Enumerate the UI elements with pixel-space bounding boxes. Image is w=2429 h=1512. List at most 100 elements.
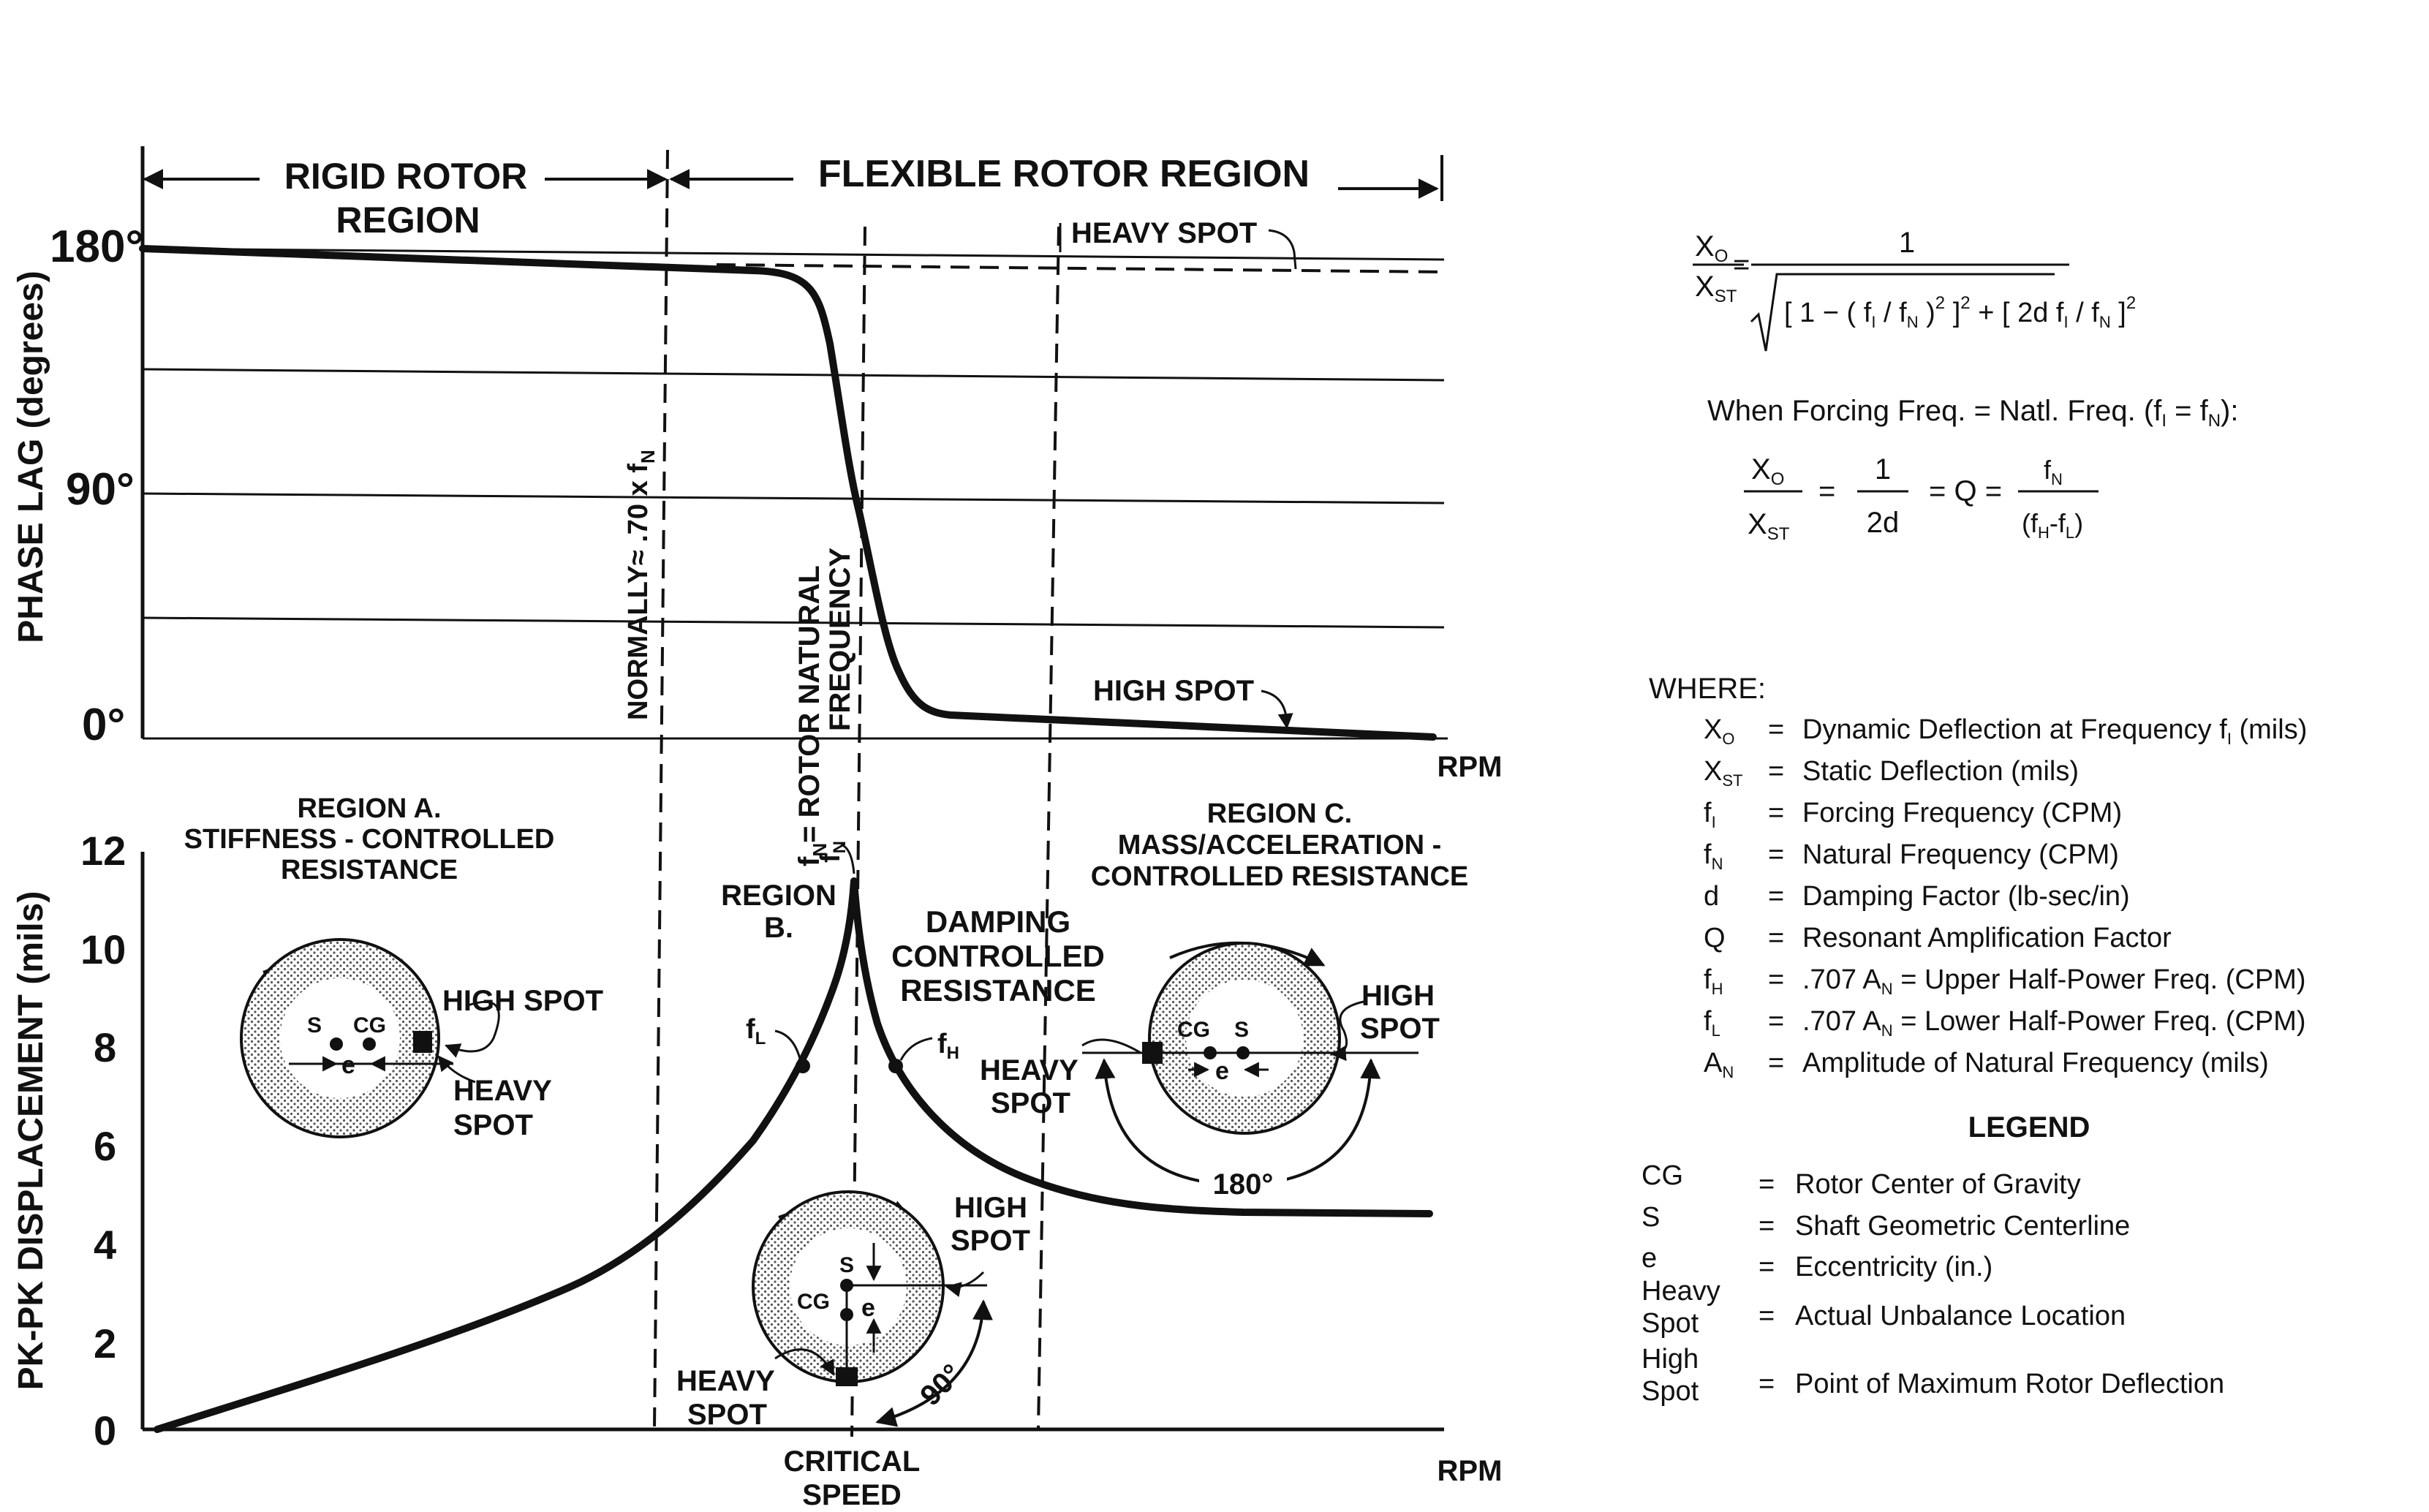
dashed-line-region-c: [1037, 226, 1060, 1430]
amplitude-panel: 12 10 8 6 4 2 0 PK-PK DISPLACEMENT (mils…: [12, 793, 1502, 1511]
q-one: 1: [1875, 453, 1891, 485]
phase-ylabel: PHASE LAG (degrees): [12, 271, 50, 643]
phase-xlabel: RPM: [1438, 751, 1503, 783]
damping-label: CONTROLLED: [891, 939, 1105, 973]
legend-description: Shaft Geometric Centerline: [1795, 1211, 2130, 1241]
critical-speed-label-2: SPEED: [802, 1479, 902, 1511]
phase-angle-arrow-icon: [875, 1299, 993, 1427]
legend-equals: =: [1759, 1301, 1775, 1331]
heavy-spot-reference-line: [716, 263, 1445, 273]
when-text: When Forcing Freq. = Natl. Freq. (fI = f…: [1707, 395, 2238, 431]
q-lhs-den: XST: [1748, 508, 1790, 544]
region-b-label: REGION: [721, 880, 836, 912]
legend-symbol: Heavy: [1642, 1276, 1720, 1307]
legend-description: Point of Maximum Rotor Deflection: [1795, 1369, 2224, 1399]
phase-gridline: [142, 368, 1445, 382]
phase-gridline: [142, 492, 1445, 504]
rotor-hub: [280, 978, 400, 1098]
heavy-spot-leader: [1268, 229, 1297, 270]
heavy-spot-leader: [1081, 1038, 1141, 1054]
where-description: Amplitude of Natural Frequency (mils): [1802, 1048, 2269, 1078]
rotor-c-angle: 180°: [1213, 1168, 1274, 1201]
where-list: WHERE: XO=Dynamic Deflection at Frequenc…: [1649, 673, 2307, 1081]
where-symbol: AN: [1704, 1048, 1734, 1081]
formula-sqrt-icon: [1750, 273, 2055, 352]
phase-ytick-90: 90°: [66, 464, 135, 515]
rotor-a-heavy-1: HEAVY: [453, 1075, 552, 1107]
heavy-spot-marker: [413, 1031, 432, 1053]
amp-ytick: 8: [94, 1024, 116, 1070]
rotor-c-high-2: SPOT: [1360, 1013, 1440, 1045]
cg-dot: [1204, 1046, 1217, 1059]
amp-xlabel: RPM: [1438, 1455, 1503, 1487]
where-heading: WHERE:: [1649, 673, 1766, 705]
cg-dot: [363, 1037, 376, 1051]
region-a-label: STIFFNESS - CONTROLLED: [184, 824, 555, 855]
legend-symbol-line2: Spot: [1642, 1308, 1699, 1339]
amplitude-curve: [154, 877, 1433, 1433]
high-spot-label: HIGH SPOT: [1093, 675, 1254, 707]
legend-description: Actual Unbalance Location: [1795, 1301, 2126, 1331]
phase-gridline: [142, 247, 1445, 261]
where-description: Static Deflection (mils): [1802, 756, 2079, 787]
region-c-label: MASS/ACCELERATION -: [1118, 830, 1442, 861]
fh-label: fH: [937, 1029, 959, 1063]
rotor-b-heavy-1: HEAVY: [676, 1365, 775, 1397]
normally-label: NORMALLY≈ .70 x fN: [623, 450, 659, 720]
rotor-a-diagram: S CG e HIGH SPOT HEAVY SPOT: [240, 938, 603, 1141]
where-equals: =: [1768, 839, 1784, 870]
where-symbol: d: [1704, 881, 1719, 912]
region-b-label: B.: [764, 912, 793, 944]
high-spot-leader: [945, 1271, 985, 1297]
amp-ytick: 6: [94, 1123, 116, 1169]
region-c-label: CONTROLLED RESISTANCE: [1091, 861, 1469, 892]
q-equals-1: =: [1818, 475, 1835, 507]
high-spot-leader: [1330, 1000, 1364, 1062]
q-equals-q: = Q =: [1929, 475, 2002, 507]
rotor-c-diagram: CG S e HEAVY SPOT HIGH SPOT 180°: [980, 941, 1440, 1201]
natural-frequency-label: fN= ROTOR NATURAL: [793, 565, 831, 866]
heavy-spot-leader: [774, 1348, 835, 1376]
natural-frequency-label-2: FREQUENCY: [824, 548, 856, 731]
where-equals: =: [1768, 964, 1784, 995]
rotor-c-cg-label: CG: [1177, 1018, 1210, 1042]
rotor-a-heavy-2: SPOT: [453, 1109, 533, 1141]
legend-symbol: S: [1642, 1202, 1660, 1233]
formula-lhs-num: XO: [1695, 230, 1728, 266]
angle-label-bg: [1199, 1166, 1287, 1201]
rotor-b-high-1: HIGH: [954, 1192, 1027, 1224]
rotor-c-heavy-1: HEAVY: [980, 1054, 1078, 1086]
high-spot-leader: [445, 1000, 500, 1058]
where-equals: =: [1768, 1006, 1784, 1037]
region-a-label: REGION A.: [297, 793, 441, 824]
legend-symbol: e: [1642, 1243, 1657, 1274]
amp-ylabel: PK-PK DISPLACEMENT (mils): [12, 891, 50, 1391]
where-symbol: fN: [1704, 839, 1723, 873]
where-equals: =: [1768, 798, 1784, 828]
rotor-b-s-label: S: [839, 1253, 854, 1277]
fn-label: fN: [815, 841, 850, 863]
high-spot-leader: [1261, 689, 1293, 730]
formula-denominator: [ 1 − ( fI / fN )2 ]2 + [ 2d fI / fN ]2: [1784, 293, 2136, 331]
rotor-b-e-label: e: [861, 1294, 875, 1322]
where-description: .707 AN = Lower Half-Power Freq. (CPM): [1802, 1006, 2306, 1040]
where-equals: =: [1768, 756, 1784, 787]
where-symbol: XO: [1704, 714, 1734, 748]
fl-point: [796, 1059, 810, 1073]
fh-leader: [899, 1037, 933, 1061]
formula-equals: =: [1733, 249, 1750, 281]
where-description: Forcing Frequency (CPM): [1802, 798, 2122, 828]
rotor-a-e-label: e: [341, 1051, 355, 1079]
legend-equals: =: [1759, 1369, 1775, 1399]
where-symbol: XST: [1704, 756, 1742, 790]
heavy-spot-leader: [437, 1055, 476, 1084]
region-c-label: REGION C.: [1207, 798, 1352, 829]
legend-equals: =: [1759, 1211, 1775, 1241]
heavy-spot-marker: [1142, 1042, 1163, 1064]
fn-leader: [840, 843, 855, 874]
heavy-spot-marker: [836, 1367, 858, 1386]
rotor-c-heavy-2: SPOT: [991, 1087, 1070, 1119]
where-description: Resonant Amplification Factor: [1802, 923, 2172, 953]
rigid-region-label: RIGID ROTOR: [284, 156, 527, 197]
q-rhs-den: (fH-fL): [2022, 508, 2083, 542]
